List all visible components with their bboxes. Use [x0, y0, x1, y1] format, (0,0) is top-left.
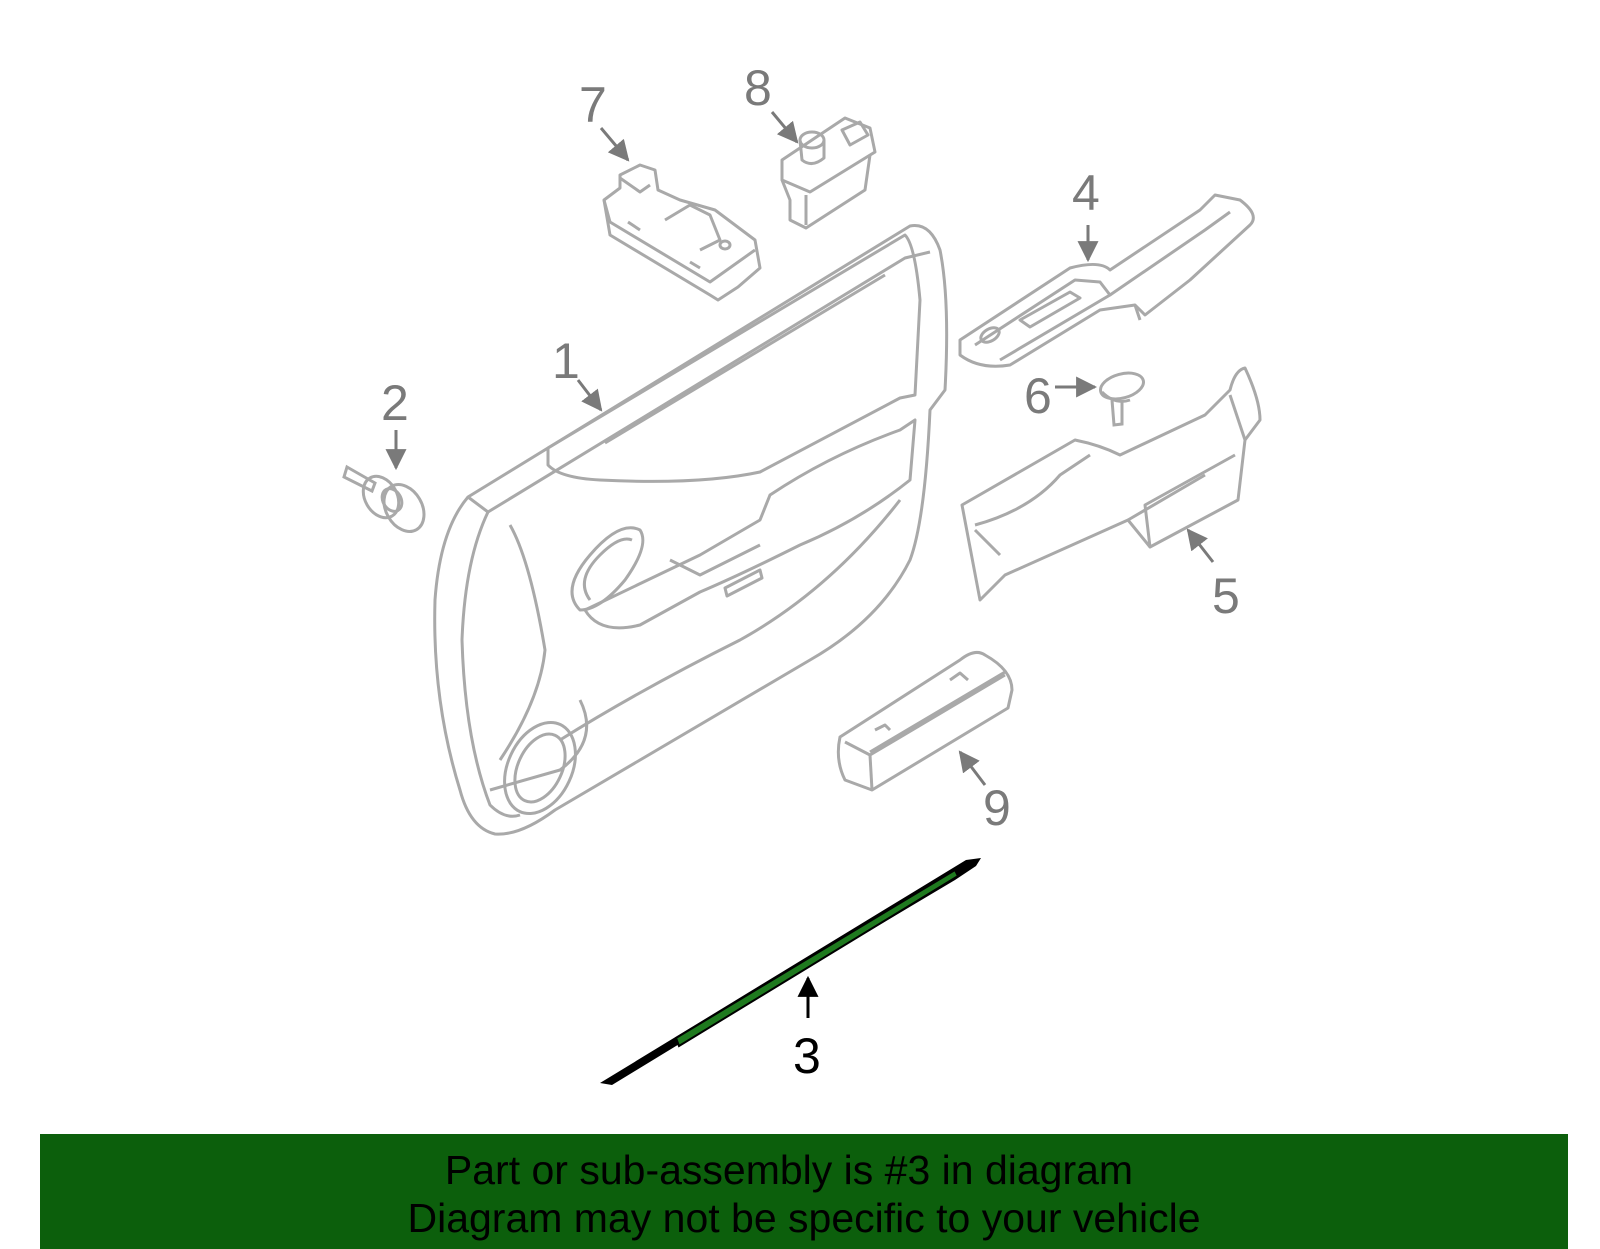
banner-line-disclaimer: Diagram may not be specific to your vehi…: [407, 1194, 1201, 1241]
callout-1: 1: [552, 333, 580, 389]
part-3-weatherstrip: [600, 858, 981, 1085]
callout-7: 7: [579, 77, 607, 133]
callout-arrows: [385, 111, 1215, 1018]
parts-diagram: 1 2 3 4 5 6 7 8 9: [342, 60, 1262, 1085]
part-4-armrest-finisher: [958, 193, 1255, 368]
callout-8: 8: [744, 60, 772, 116]
callout-5: 5: [1212, 568, 1240, 624]
part-1-door-panel: [433, 224, 949, 836]
callout-4: 4: [1072, 165, 1100, 221]
part-2-clip: [342, 464, 426, 533]
part-8-mirror-switch: [780, 116, 877, 230]
info-banner: Part or sub-assembly is #3 in diagram Di…: [40, 1134, 1568, 1249]
callout-2: 2: [381, 375, 409, 431]
callout-3: 3: [793, 1028, 821, 1084]
callout-6: 6: [1024, 368, 1052, 424]
callout-9: 9: [983, 780, 1011, 836]
part-5-pocket: [960, 366, 1262, 602]
part-9-bezel: [836, 650, 1014, 792]
banner-line-part: Part or sub-assembly is #3 in diagram: [444, 1146, 1134, 1193]
part-7-window-switch: [602, 163, 762, 302]
part-6-fastener: [1099, 371, 1145, 427]
